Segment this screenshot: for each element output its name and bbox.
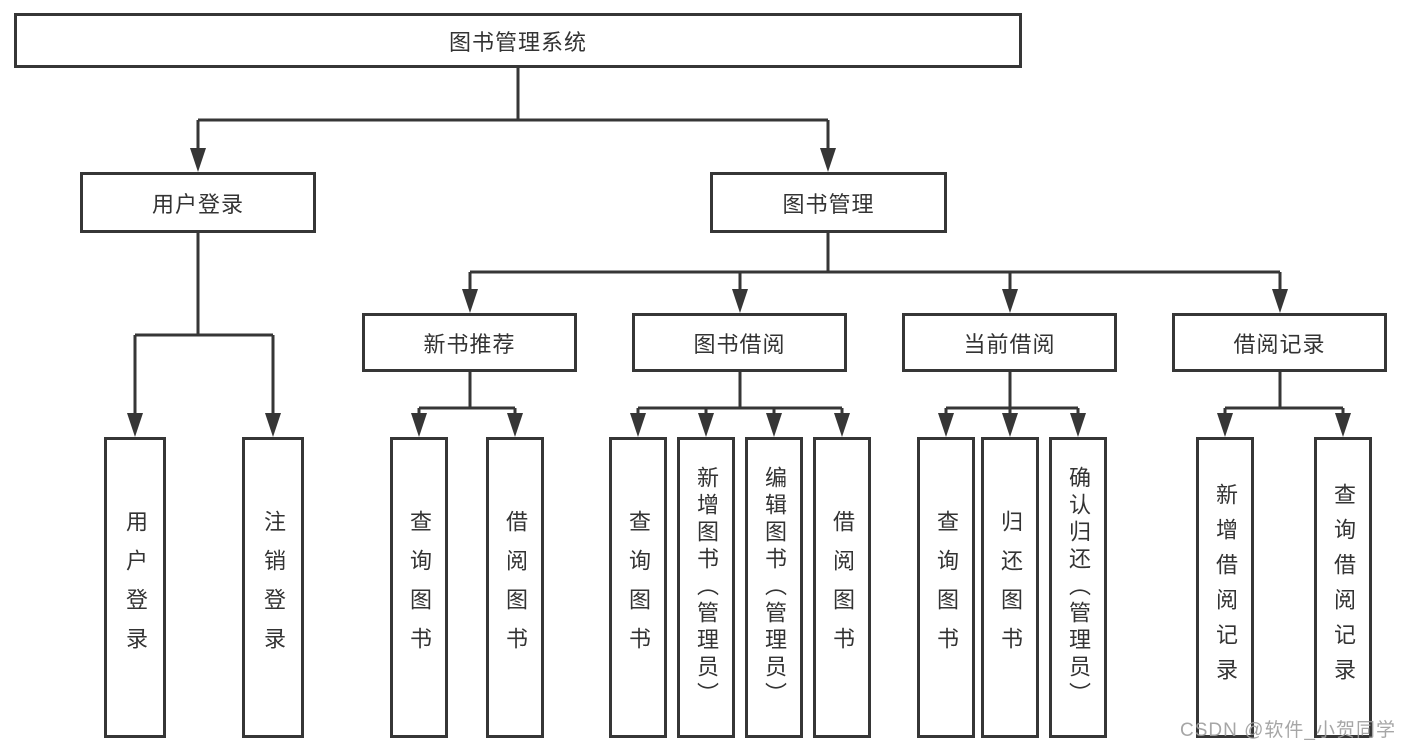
connector-record-group — [1223, 371, 1345, 415]
connector-book-mgmt-to-level3 — [468, 231, 1282, 291]
leaf-query-books-1: 查询图书 — [390, 437, 448, 738]
leaf-logout: 注销登录 — [242, 437, 304, 738]
node-label: 注销登录 — [261, 509, 286, 666]
leaf-edit-books-admin: 编辑图书（管理员） — [745, 437, 803, 738]
leaf-query-borrow-record: 查询借阅记录 — [1314, 437, 1372, 738]
node-user-login: 用户登录 — [80, 172, 316, 233]
leaf-borrow-books-2: 借阅图书 — [813, 437, 871, 738]
leaf-query-books-3: 查询图书 — [917, 437, 975, 738]
node-label: 借阅图书 — [830, 509, 855, 666]
node-book-borrow: 图书借阅 — [632, 313, 847, 372]
arrowheads — [127, 148, 1351, 437]
connector-borrow-group — [636, 371, 844, 415]
connector-root-to-level2 — [196, 66, 830, 150]
leaf-confirm-return-admin: 确认归还（管理员） — [1049, 437, 1107, 738]
node-label: 图书管理 — [782, 191, 875, 217]
node-root-library-system: 图书管理系统 — [14, 13, 1022, 68]
leaf-borrow-books-1: 借阅图书 — [486, 437, 544, 738]
node-label: 图书管理系统 — [448, 29, 587, 55]
leaf-query-books-2: 查询图书 — [609, 437, 667, 738]
node-label: 用户登录 — [123, 509, 148, 666]
node-label: 新书推荐 — [423, 331, 516, 357]
node-label: 当前借阅 — [963, 331, 1056, 357]
node-borrow-records: 借阅记录 — [1172, 313, 1387, 372]
leaf-user-login: 用户登录 — [104, 437, 166, 738]
node-label: 查询图书 — [407, 509, 432, 666]
node-label: 确认归还（管理员） — [1066, 466, 1091, 709]
node-label: 编辑图书（管理员） — [762, 466, 787, 709]
csdn-watermark: CSDN @软件_小贺同学 — [1180, 720, 1396, 741]
connector-user-login-group — [133, 231, 275, 415]
node-book-management: 图书管理 — [710, 172, 947, 233]
node-label: 查询图书 — [934, 509, 959, 666]
leaf-add-books-admin: 新增图书（管理员） — [677, 437, 735, 738]
connector-current-group — [944, 371, 1080, 415]
leaf-add-borrow-record: 新增借阅记录 — [1196, 437, 1254, 738]
node-label: 用户登录 — [151, 191, 244, 217]
node-label: 查询图书 — [626, 509, 651, 666]
node-label: 借阅图书 — [503, 509, 528, 666]
node-label: 归还图书 — [998, 509, 1023, 666]
node-new-book-recommend: 新书推荐 — [362, 313, 577, 372]
node-current-borrow: 当前借阅 — [902, 313, 1117, 372]
leaf-return-books: 归还图书 — [981, 437, 1039, 738]
connector-new-book-group — [417, 371, 517, 415]
node-label: 图书借阅 — [693, 331, 786, 357]
node-label: 新增图书（管理员） — [694, 466, 719, 709]
node-label: 借阅记录 — [1233, 331, 1326, 357]
node-label: 新增借阅记录 — [1213, 482, 1238, 693]
node-label: 查询借阅记录 — [1331, 482, 1356, 693]
